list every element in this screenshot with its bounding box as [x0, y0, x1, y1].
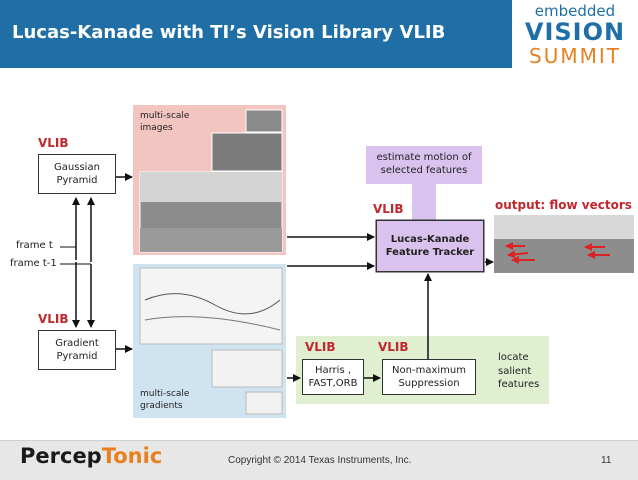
gaussian-pyramid-box: Gaussian Pyramid — [38, 154, 116, 194]
image-sky — [140, 172, 282, 202]
page-number: 11 — [601, 455, 612, 466]
copyright-text: Copyright © 2014 Texas Instruments, Inc. — [228, 455, 412, 466]
vlib-label-gaussian: VLIB — [38, 136, 69, 150]
frame-t1-label: frame t-1 — [10, 258, 57, 269]
output-image-sky — [494, 215, 634, 239]
gradient-pyramid-box: Gradient Pyramid — [38, 330, 116, 370]
gradient-level-1 — [139, 267, 283, 345]
harris-fast-orb-box: Harris , FAST,ORB — [302, 359, 364, 395]
gradient-edge-2 — [144, 316, 281, 331]
gradient-level-2 — [211, 349, 283, 388]
brand-part-b: Tonic — [101, 444, 163, 468]
frame-t-label: frame t — [16, 240, 53, 251]
vlib-label-harris: VLIB — [305, 340, 336, 354]
image-road — [140, 228, 282, 252]
vlib-label-gradient: VLIB — [38, 312, 69, 326]
logo-line-vision: VISION — [524, 18, 626, 46]
brand-part-a: Percep — [20, 444, 102, 468]
logo-line-embedded: embedded — [534, 2, 616, 20]
output-label: output: flow vectors — [495, 198, 632, 212]
image-level-3 — [245, 109, 283, 133]
estimate-motion-label: estimate motion of selected features — [376, 152, 472, 176]
lk-tracker-fill — [375, 219, 485, 273]
locate-features-label: locate salient features — [498, 352, 540, 390]
embedded-vision-summit-logo: embedded VISION SUMMIT — [512, 0, 638, 68]
gradient-edge-1 — [144, 293, 281, 315]
logo-line-summit: SUMMIT — [529, 44, 621, 68]
slide-title: Lucas-Kanade with TI’s Vision Library VL… — [12, 22, 446, 43]
flow-vector-2 — [507, 250, 529, 259]
multiscale-images-label: multi-scale images — [140, 111, 190, 133]
lk-tracker-box: Lucas-Kanade Feature Tracker — [376, 220, 484, 272]
estimate-motion-connector — [412, 184, 436, 220]
footer-bar — [0, 440, 638, 480]
multiscale-gradients-label: multi-scale gradients — [140, 389, 190, 411]
gradient-level-3 — [245, 391, 283, 415]
vlib-label-tracker: VLIB — [373, 202, 404, 216]
non-maximum-suppression-box: Non-maximum Suppression — [382, 359, 476, 395]
perceptonic-logo: PercepTonic — [20, 444, 162, 468]
image-level-2 — [211, 132, 283, 172]
vlib-label-nms: VLIB — [378, 340, 409, 354]
estimate-motion-panel — [366, 146, 482, 184]
